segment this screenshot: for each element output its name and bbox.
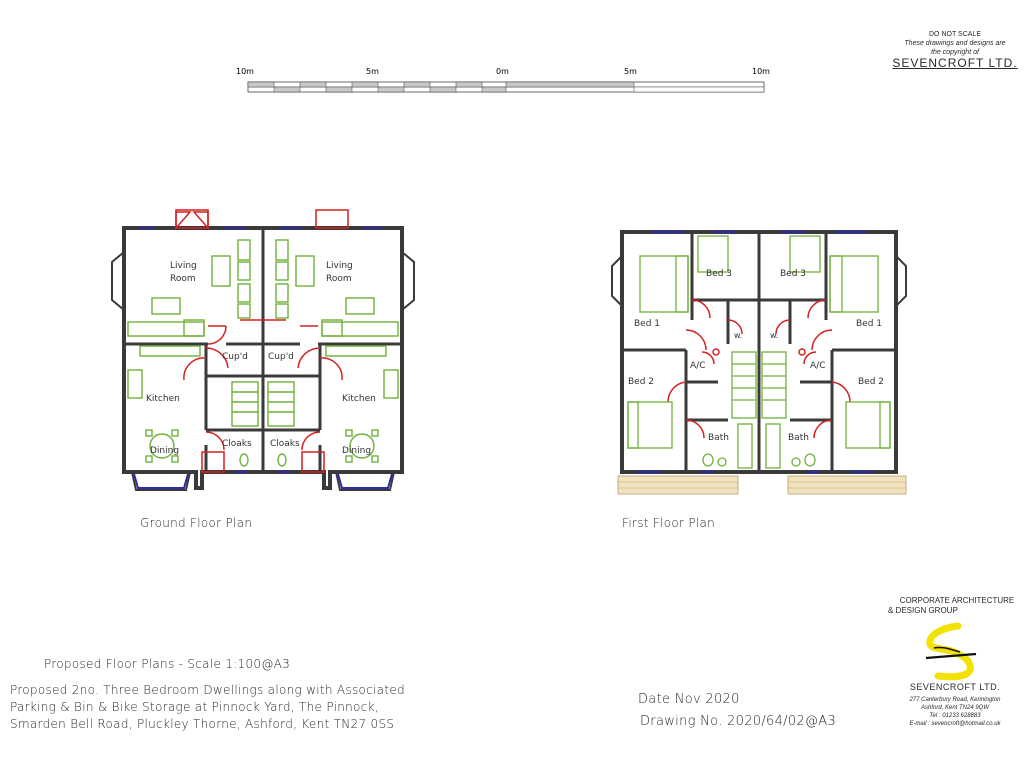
do-not-scale-note: DO NOT SCALE <box>929 31 981 38</box>
copyright-company: SEVENCROFT LTD. <box>892 56 1018 70</box>
company-name: SEVENCROFT LTD. <box>909 682 1001 692</box>
copyright-line: the copyright of <box>931 49 979 56</box>
ground-floor-plan: Living Room Living Room Kitchen Kitchen … <box>111 209 415 491</box>
room-label-bed-2: Bed 2 <box>858 377 884 387</box>
sevencroft-logo-icon <box>925 622 977 681</box>
description-line: Smarden Bell Road, Pluckley Thorne, Ashf… <box>10 717 395 731</box>
company-telephone: Tel : 01233 628883 <box>929 713 981 719</box>
drawing-number: Drawing No. 2020/64/02@A3 <box>640 714 837 729</box>
drawing-date: Date Nov 2020 <box>638 692 740 707</box>
room-label-living: Living <box>326 261 353 271</box>
room-label-airing-cupboard: A/C <box>810 361 825 371</box>
description-line: Proposed 2no. Three Bedroom Dwellings al… <box>10 683 405 697</box>
scale-label-10m: 10m <box>752 67 770 76</box>
room-label-living: Room <box>170 274 196 284</box>
drawing-scale-title: Proposed Floor Plans - Scale 1:100@A3 <box>44 657 291 671</box>
room-label-bed-1: Bed 1 <box>634 319 660 329</box>
room-label-bath: Bath <box>788 433 809 443</box>
room-label-cupboard: Cup'd <box>222 352 248 362</box>
room-label-cloaks: Cloaks <box>222 439 252 449</box>
company-address: 277 Canterbury Road, Kennington <box>909 697 1001 703</box>
copyright-line: These drawings and designs are <box>904 40 1006 47</box>
scale-label-10m: 10m <box>236 67 254 76</box>
scale-bar: 10m 5m 0m 5m 10m <box>236 67 770 93</box>
room-label-airing-cupboard: A/C <box>690 361 705 371</box>
room-label-dining: Dining <box>150 446 179 456</box>
company-details: SEVENCROFT LTD. 277 Canterbury Road, Ken… <box>880 682 1024 728</box>
company-address: Ashford, Kent TN24 9QW <box>920 705 990 711</box>
room-label-dining: Dining <box>342 446 371 456</box>
group-line: & DESIGN GROUP <box>888 606 958 615</box>
room-label-kitchen: Kitchen <box>146 394 180 404</box>
room-label-wardrobe: w. <box>734 331 742 340</box>
company-email: E-mail : sevencroft@hotmail.co.uk <box>909 721 1001 727</box>
room-label-cupboard: Cup'd <box>268 352 294 362</box>
room-label-kitchen: Kitchen <box>342 394 376 404</box>
ground-floor-plan-title: Ground Floor Plan <box>140 516 253 530</box>
room-label-living: Living <box>170 261 197 271</box>
group-line: CORPORATE ARCHITECTURE <box>899 596 1015 605</box>
room-label-bed-3: Bed 3 <box>706 269 732 279</box>
first-floor-plan: Bed 1 Bed 1 Bed 2 Bed 2 Bed 3 Bed 3 A/C … <box>611 230 907 495</box>
scale-label-5m: 5m <box>624 67 637 76</box>
description-line: Parking & Bin & Bike Storage at Pinnock … <box>10 700 379 714</box>
scale-label-0m: 0m <box>496 67 509 76</box>
first-floor-plan-title: First Floor Plan <box>622 516 716 530</box>
scale-label-5m: 5m <box>366 67 379 76</box>
room-label-living: Room <box>326 274 352 284</box>
copyright-notice: DO NOT SCALE These drawings and designs … <box>880 30 1024 70</box>
room-label-bed-3: Bed 3 <box>780 269 806 279</box>
room-label-bath: Bath <box>708 433 729 443</box>
room-label-wardrobe: w. <box>770 331 778 340</box>
project-description: Proposed 2no. Three Bedroom Dwellings al… <box>10 682 490 733</box>
room-label-cloaks: Cloaks <box>270 439 300 449</box>
room-label-bed-2: Bed 2 <box>628 377 654 387</box>
group-name: CORPORATE ARCHITECTURE & DESIGN GROUP <box>888 596 1024 616</box>
room-label-bed-1: Bed 1 <box>856 319 882 329</box>
